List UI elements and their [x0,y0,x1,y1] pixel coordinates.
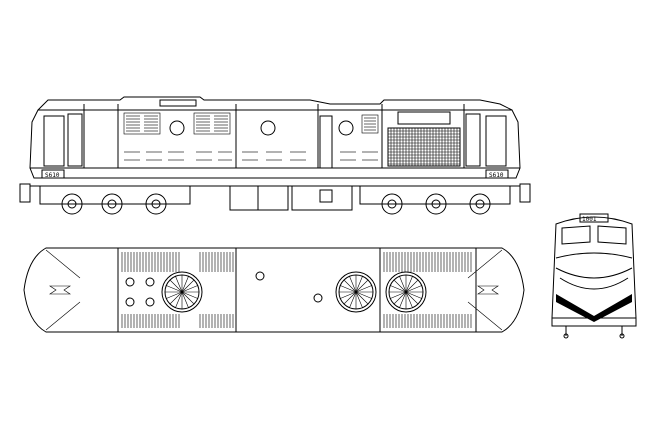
number-plate-left [41,169,65,179]
vent-6 [313,293,323,303]
front-window-left [561,225,591,245]
porthole-1 [169,120,185,136]
top-horn-left [49,285,71,295]
coupler-right [519,183,531,203]
battery-box-2 [257,185,289,211]
radiator-grille [387,111,461,167]
fan-3 [385,271,427,313]
front-view: 1001 [551,213,637,339]
vent-3 [125,297,135,307]
top-end-lines [45,249,503,331]
top-outline [23,247,525,333]
vent-5 [255,271,265,281]
front-window-right [597,225,627,245]
cab-door-left [67,113,83,167]
top-grilles [121,252,472,328]
front-number-plate [579,213,609,223]
side-louvres [123,112,379,135]
number-plate-right [485,169,509,179]
top-view [23,247,525,333]
front-stripes [555,252,633,290]
front-number: 1001 [582,216,597,223]
fan-2 [335,271,377,313]
cab-window-left [43,115,65,167]
side-skirt-dashes [124,151,378,161]
fan-1 [161,271,203,313]
side-view: S610 S610 [19,96,531,215]
top-horn-right [477,285,499,295]
battery-box-1 [229,185,259,211]
front-outline [551,216,637,319]
cab-window-right [485,115,507,167]
coupler-left [19,183,31,203]
front-buffer-beam [551,317,637,327]
side-number-left: S610 [45,172,60,179]
engine-door [319,115,333,169]
porthole-2 [260,120,276,136]
side-body [29,109,521,179]
vent-2 [145,277,155,287]
roof-hatch [159,99,197,107]
side-roof [37,96,513,111]
bogie-right [359,185,511,215]
cab-door-right [465,113,481,167]
vent-4 [145,297,155,307]
bogie-left [39,185,191,215]
front-chevron [556,294,632,322]
vent-1 [125,277,135,287]
fuel-filler [319,189,333,203]
fuel-tank [291,185,353,211]
porthole-3 [338,120,354,136]
front-hose-end-left [563,333,569,339]
front-hose-end-right [619,333,625,339]
side-number-right: S610 [489,172,504,179]
